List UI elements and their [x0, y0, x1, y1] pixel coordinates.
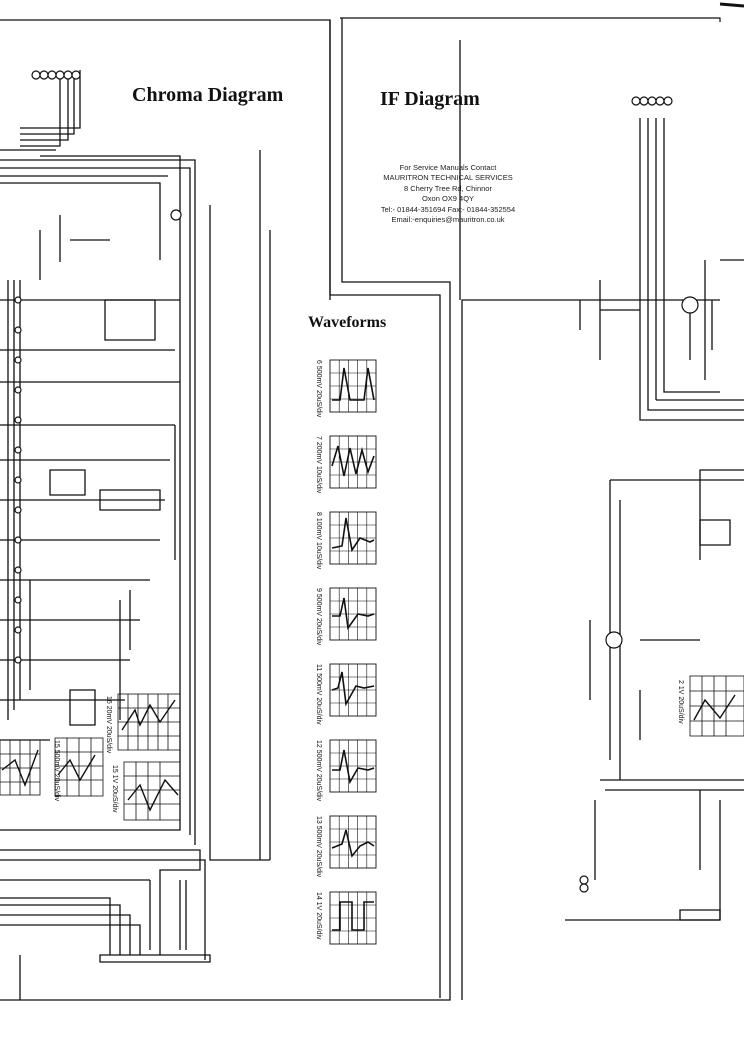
contact-company: MAURITRON TECHNICAL SERVICES — [383, 173, 513, 183]
waveform-label: 12 500mV 20uS/div — [315, 740, 322, 802]
waveform-trace — [331, 517, 375, 553]
waveform-label: 7 200mV 10uS/div — [315, 436, 322, 494]
contact-postcode: Oxon OX9 4QY — [421, 194, 475, 204]
waveform-trace — [332, 901, 374, 931]
waveform-panel — [329, 435, 377, 489]
contact-address: 8 Cherry Tree Rd, Chinnor — [404, 183, 492, 193]
waveform-panel — [329, 511, 377, 565]
waveform-panel — [329, 587, 377, 641]
waveform-panel — [329, 739, 377, 793]
if-diagram-title: IF Diagram — [380, 88, 480, 110]
contact-email: Email:-enquiries@mauritron.co.uk — [391, 215, 505, 225]
waveform-trace — [331, 671, 375, 707]
contact-line: For Service Manuals Contact — [399, 163, 497, 172]
chroma-scope-label: 15 500mV 20uS/div — [53, 740, 60, 802]
chroma-diagram-title: Chroma Diagram — [132, 84, 284, 106]
waveform-trace — [331, 445, 375, 477]
waveform-label: 9 500mV 20uS/div — [315, 588, 322, 646]
waveform-panel — [329, 663, 377, 717]
waveform-trace — [332, 597, 375, 631]
chroma-scope-label: 15 1V 20uS/div — [111, 765, 118, 813]
waveforms-title: Waveforms — [308, 314, 387, 331]
chroma-scope-label: 16 20mV 20uS/div — [105, 696, 112, 754]
waveform-trace — [332, 367, 375, 401]
waveform-label: 13 500mV 20uS/div — [315, 816, 322, 878]
waveform-label: 6 500mV 20uS/div — [315, 360, 322, 418]
waveform-trace — [332, 749, 375, 785]
waveform-panel — [329, 359, 377, 413]
service-contact-block: For Service Manuals Contact MAURITRON TE… — [368, 163, 528, 225]
contact-phone: Tel:- 01844-351694 Fax:- 01844-352554 — [380, 204, 516, 214]
waveform-label: 8 100mV 10uS/div — [315, 512, 322, 570]
waveform-label: 14 1V 20uS/div — [315, 892, 322, 940]
if-scope-label: 2 1V 20uS/div — [677, 680, 684, 724]
waveform-panels — [329, 359, 377, 945]
waveform-label: 11 500mV 20uS/div — [315, 664, 322, 725]
waveform-panel — [329, 891, 377, 945]
waveform-panel — [329, 815, 377, 869]
waveform-trace — [331, 829, 375, 858]
